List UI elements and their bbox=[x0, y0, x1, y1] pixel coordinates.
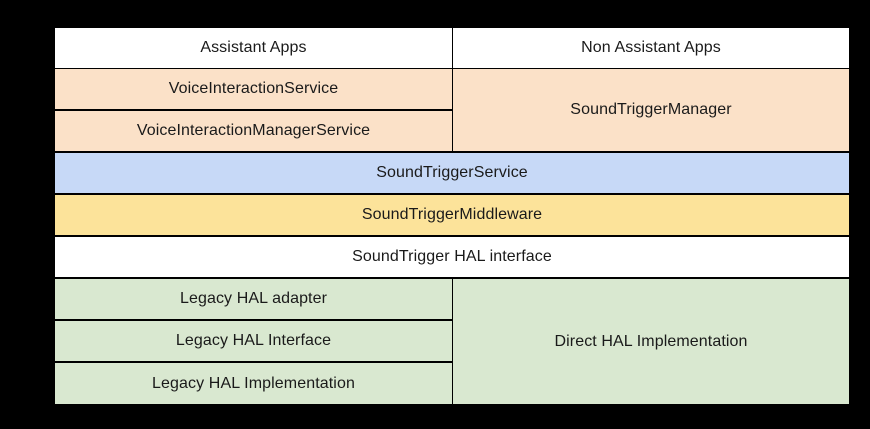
block-sound-trigger-service: SoundTriggerService bbox=[54, 152, 850, 194]
block-legacy-hal-implementation: Legacy HAL Implementation bbox=[54, 362, 453, 405]
block-sound-trigger-middleware: SoundTriggerMiddleware bbox=[54, 194, 850, 236]
block-legacy-hal-interface: Legacy HAL Interface bbox=[54, 320, 453, 362]
column-header-assistant-apps: Assistant Apps bbox=[54, 27, 453, 69]
architecture-diagram: Assistant Apps Non Assistant Apps VoiceI… bbox=[54, 27, 850, 405]
block-sound-trigger-manager: SoundTriggerManager bbox=[452, 68, 850, 152]
block-voice-interaction-service: VoiceInteractionService bbox=[54, 68, 453, 110]
block-direct-hal-implementation: Direct HAL Implementation bbox=[452, 278, 850, 405]
column-header-non-assistant-apps: Non Assistant Apps bbox=[452, 27, 850, 69]
diagram-grid: Assistant Apps Non Assistant Apps VoiceI… bbox=[54, 27, 850, 405]
block-voice-interaction-manager-service: VoiceInteractionManagerService bbox=[54, 110, 453, 152]
block-sound-trigger-hal-interface: SoundTrigger HAL interface bbox=[54, 236, 850, 278]
block-legacy-hal-adapter: Legacy HAL adapter bbox=[54, 278, 453, 320]
